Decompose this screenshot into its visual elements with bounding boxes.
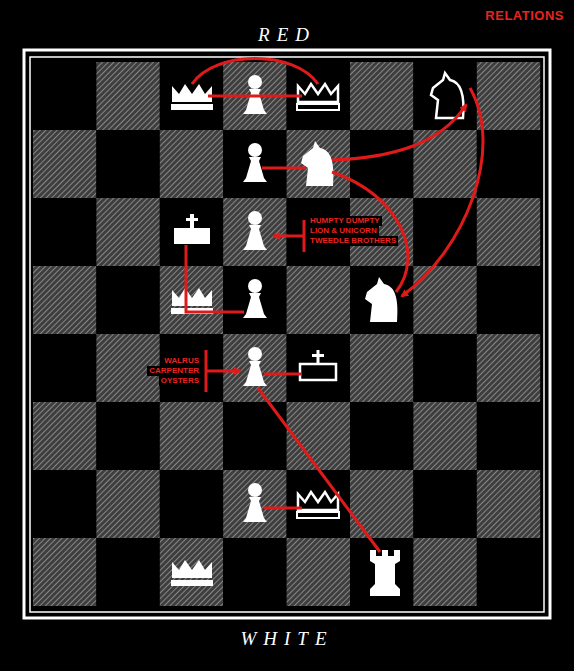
board-square bbox=[287, 334, 350, 402]
board-square bbox=[287, 402, 350, 470]
board-square bbox=[477, 538, 540, 606]
board-square bbox=[33, 266, 96, 334]
board-square bbox=[223, 198, 286, 266]
board-square bbox=[287, 470, 350, 538]
board-square bbox=[96, 470, 159, 538]
board-square bbox=[477, 130, 540, 198]
board-square bbox=[160, 470, 223, 538]
board-square bbox=[223, 470, 286, 538]
board-square bbox=[223, 130, 286, 198]
board-square bbox=[477, 62, 540, 130]
side-label: RED bbox=[258, 24, 316, 46]
board-frame bbox=[30, 57, 544, 612]
board-square bbox=[160, 130, 223, 198]
board-square bbox=[477, 470, 540, 538]
board-square bbox=[96, 266, 159, 334]
board-frame bbox=[24, 50, 550, 618]
board-square bbox=[96, 130, 159, 198]
board-square bbox=[350, 470, 413, 538]
board-square bbox=[413, 62, 476, 130]
board-square bbox=[96, 402, 159, 470]
board-square bbox=[350, 62, 413, 130]
board-square bbox=[160, 266, 223, 334]
board-square bbox=[477, 198, 540, 266]
board-square bbox=[350, 334, 413, 402]
diagram-title: RELATIONS bbox=[485, 8, 564, 23]
board-square bbox=[33, 130, 96, 198]
callout-text: OYSTERS bbox=[159, 376, 201, 386]
board-square bbox=[223, 334, 286, 402]
board-square bbox=[413, 334, 476, 402]
board-square bbox=[413, 470, 476, 538]
board-square bbox=[33, 402, 96, 470]
board-square bbox=[223, 266, 286, 334]
board-square bbox=[287, 130, 350, 198]
board-square bbox=[160, 402, 223, 470]
side-label: WHITE bbox=[240, 628, 333, 650]
board-square bbox=[33, 334, 96, 402]
board-squares bbox=[33, 62, 540, 606]
relation-lines bbox=[186, 59, 483, 553]
callout-text: LION & UNICORN bbox=[308, 226, 379, 236]
callout-text: CARPENTER bbox=[147, 366, 201, 376]
board-square bbox=[96, 538, 159, 606]
board-square bbox=[33, 198, 96, 266]
board-square bbox=[477, 402, 540, 470]
callout-text: WALRUS bbox=[162, 356, 201, 366]
board-square bbox=[350, 130, 413, 198]
callout-text: TWEEDLE BROTHERS bbox=[308, 236, 398, 246]
board-square bbox=[477, 266, 540, 334]
board-square bbox=[33, 538, 96, 606]
board-square bbox=[96, 198, 159, 266]
board-square bbox=[477, 334, 540, 402]
board-square bbox=[350, 402, 413, 470]
board-square bbox=[287, 266, 350, 334]
board-square bbox=[96, 62, 159, 130]
board-square bbox=[413, 402, 476, 470]
board-square bbox=[223, 538, 286, 606]
board-square bbox=[160, 538, 223, 606]
board-square bbox=[33, 470, 96, 538]
board-square bbox=[160, 198, 223, 266]
board-square bbox=[33, 62, 96, 130]
board-square bbox=[287, 538, 350, 606]
board-square bbox=[350, 538, 413, 606]
callout-text: HUMPTY DUMPTY bbox=[308, 216, 382, 226]
chess-pieces bbox=[171, 73, 463, 596]
board-square bbox=[413, 538, 476, 606]
